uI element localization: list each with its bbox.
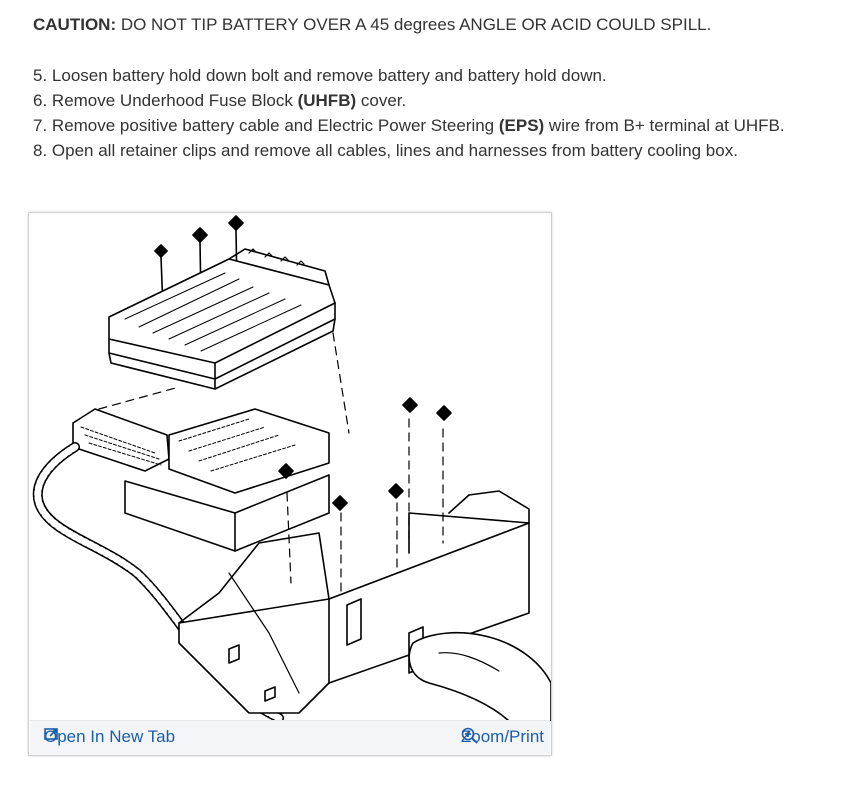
caution-text: DO NOT TIP BATTERY OVER A 45 degrees ANG…: [116, 15, 712, 34]
fuse-block-cover: [108, 248, 336, 390]
diagram-figure: Open In New Tab Zoom/Print: [28, 212, 552, 756]
open-new-tab-icon: [44, 728, 58, 740]
zoom-print-label: Zoom/Print: [460, 727, 544, 746]
harness-connector: [72, 408, 170, 472]
hand-illustration: [408, 631, 551, 721]
procedure-steps: 5. Loosen battery hold down bolt and rem…: [33, 63, 785, 163]
bolt-group-top: [154, 215, 244, 310]
step-item: 6. Remove Underhood Fuse Block (UHFB) co…: [33, 91, 407, 110]
magnifier-plus-icon: [461, 727, 478, 744]
battery-cooling-box: [178, 490, 530, 714]
step-item: 8. Open all retainer clips and remove al…: [33, 141, 738, 160]
step-item: 5. Loosen battery hold down bolt and rem…: [33, 66, 607, 85]
bolt-group-box: [278, 397, 452, 511]
zoom-print-link[interactable]: Zoom/Print: [461, 727, 544, 747]
open-in-new-tab-link[interactable]: Open In New Tab: [44, 727, 175, 747]
caution-note: CAUTION: DO NOT TIP BATTERY OVER A 45 de…: [33, 13, 711, 37]
figure-toolbar: Open In New Tab Zoom/Print: [30, 720, 550, 754]
caution-label: CAUTION:: [33, 15, 117, 34]
step-item: 7. Remove positive battery cable and Ele…: [33, 116, 785, 135]
open-in-new-tab-label: Open In New Tab: [44, 727, 176, 746]
fuse-block-battery-box-diagram[interactable]: [29, 213, 551, 721]
